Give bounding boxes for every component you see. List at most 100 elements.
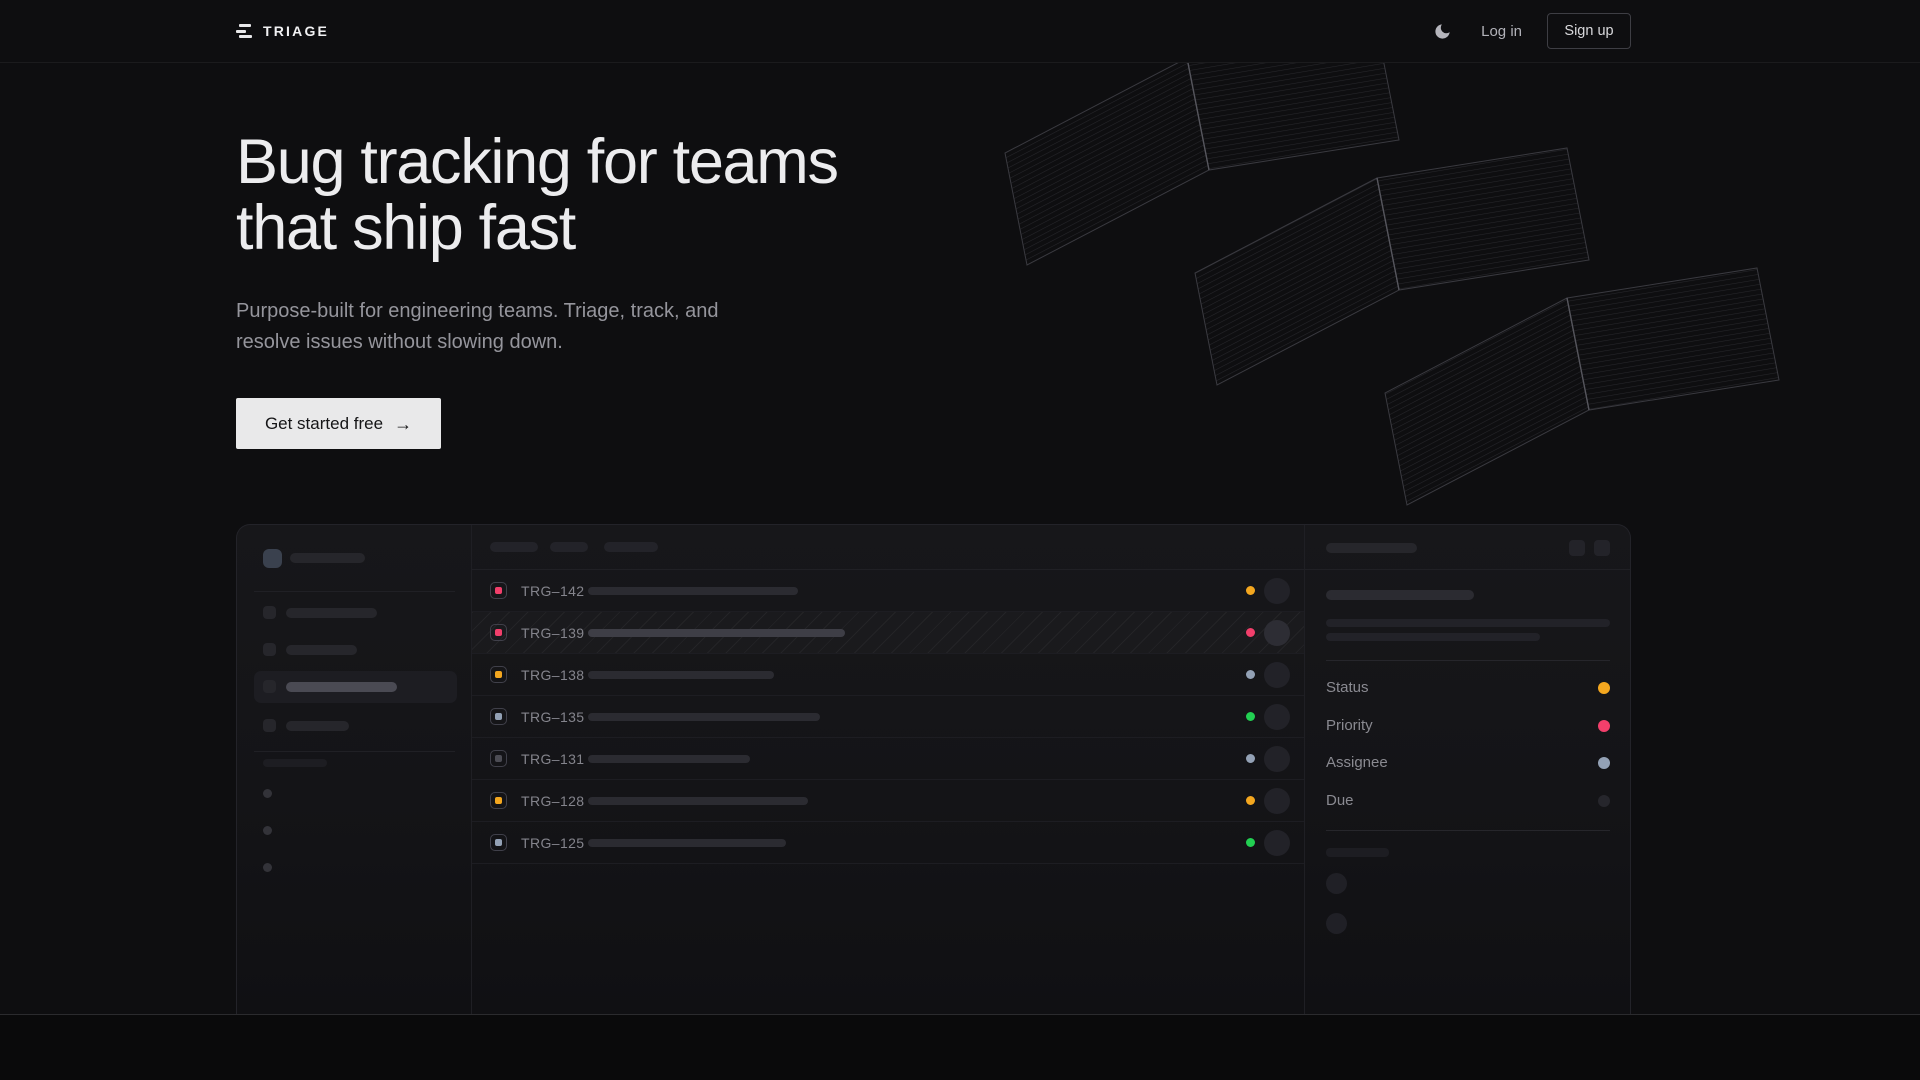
assignee-avatar[interactable] (1264, 578, 1290, 604)
field-value-dot (1598, 757, 1610, 769)
brand-name: TRIAGE (263, 23, 330, 39)
issue-id: TRG–139 (521, 625, 585, 641)
filter-tab-placeholder[interactable] (490, 542, 538, 552)
top-nav: TRIAGE Log in Sign up (0, 0, 1920, 63)
field-label: Due (1326, 791, 1354, 809)
mockup-detail-panel: Status Priority Assignee Due (1304, 525, 1630, 1015)
issue-row[interactable]: TRG–128 (472, 780, 1304, 822)
assignee-avatar[interactable] (1264, 788, 1290, 814)
issue-priority-icon (490, 834, 507, 851)
issue-title-placeholder (1326, 590, 1474, 600)
moon-icon (1435, 23, 1450, 39)
issue-status-dot (1246, 628, 1255, 637)
issue-status-dot (1246, 670, 1255, 679)
detail-field-row[interactable]: Status (1326, 679, 1610, 703)
field-label: Status (1326, 679, 1369, 696)
issue-priority-icon (490, 582, 507, 599)
issue-id: TRG–135 (521, 709, 585, 725)
divider (1326, 660, 1610, 661)
issue-status-dot (1246, 838, 1255, 847)
headline-line-1: Bug tracking for teams (236, 127, 839, 197)
detail-header (1305, 525, 1630, 570)
issue-row[interactable]: TRG–135 (472, 696, 1304, 738)
issue-row[interactable]: TRG–138 (472, 654, 1304, 696)
footer (0, 1014, 1920, 1080)
sidebar-item-active[interactable] (254, 671, 457, 703)
issue-priority-icon (490, 624, 507, 641)
field-value-dot (1598, 682, 1610, 694)
filter-tab-placeholder[interactable] (550, 542, 588, 552)
issue-title-placeholder (588, 713, 820, 721)
sidebar-item-icon (263, 719, 276, 732)
sidebar-item-icon (263, 606, 276, 619)
issue-title-placeholder (588, 797, 808, 805)
panel-action-button[interactable] (1569, 540, 1585, 556)
sidebar-item-label-placeholder (286, 721, 349, 731)
assignee-avatar[interactable] (1264, 830, 1290, 856)
issue-list-header (472, 525, 1304, 570)
field-value-dot (1598, 794, 1610, 807)
issue-id: TRG–125 (521, 835, 585, 851)
brand[interactable]: TRIAGE (236, 23, 329, 39)
issue-title-placeholder (588, 587, 798, 595)
section-label-placeholder (263, 759, 327, 767)
description-line-placeholder (1326, 619, 1610, 627)
arrow-right-icon: → (394, 413, 413, 434)
field-label: Assignee (1326, 754, 1388, 771)
issue-status-dot (1246, 712, 1255, 721)
triage-logo-icon (236, 24, 252, 38)
issue-priority-icon (490, 666, 507, 683)
mockup-sidebar (237, 525, 472, 1015)
assignee-avatar[interactable] (1264, 746, 1290, 772)
assignee-avatar[interactable] (1264, 620, 1290, 646)
sidebar-item-4[interactable] (254, 710, 457, 742)
app-mockup-card: TRG–142 TRG–139 TRG–138 TRG–135 TRG–131 … (236, 524, 1631, 1015)
label-dot (263, 789, 272, 798)
detail-title-placeholder (1326, 543, 1417, 553)
issue-id: TRG–138 (521, 667, 585, 683)
workspace-avatar (263, 549, 282, 568)
sidebar-item-label-placeholder (286, 608, 377, 618)
issue-row[interactable]: TRG–125 (472, 822, 1304, 864)
issue-row[interactable]: TRG–139 (472, 612, 1304, 654)
issue-status-dot (1246, 586, 1255, 595)
issue-row[interactable]: TRG–142 (472, 570, 1304, 612)
get-started-button[interactable]: Get started free → (236, 398, 441, 449)
cta-label: Get started free (264, 413, 384, 433)
assignee-avatar[interactable] (1264, 662, 1290, 688)
sidebar-item-icon (263, 643, 276, 656)
page-title: Bug tracking for teams that ship fast (236, 127, 839, 261)
hero-section: Bug tracking for teams that ship fast Pu… (0, 63, 1920, 1015)
subtitle-line-1: Purpose-built for engineering teams. Tri… (236, 300, 719, 322)
nav-inner: TRIAGE Log in Sign up (236, 0, 1631, 62)
avatar (1326, 873, 1347, 894)
issue-row[interactable]: TRG–131 (472, 738, 1304, 780)
issue-list: TRG–142 TRG–139 TRG–138 TRG–135 TRG–131 … (472, 570, 1304, 864)
label-dot (263, 826, 272, 835)
avatar (1326, 913, 1347, 934)
theme-toggle-button[interactable] (1429, 18, 1456, 45)
issue-id: TRG–131 (521, 751, 585, 767)
detail-field-row[interactable]: Assignee (1326, 754, 1610, 778)
panel-action-button[interactable] (1594, 540, 1610, 556)
divider (254, 751, 455, 752)
sidebar-item-1[interactable] (254, 597, 457, 629)
issue-status-dot (1246, 754, 1255, 763)
sidebar-item-icon (263, 680, 276, 693)
assignee-avatar[interactable] (1264, 704, 1290, 730)
activity-label-placeholder (1326, 848, 1389, 857)
sidebar-item-2[interactable] (254, 634, 457, 666)
description-line-placeholder (1326, 633, 1540, 641)
login-link[interactable]: Log in (1481, 22, 1522, 40)
field-value-dot (1598, 719, 1610, 732)
detail-field-row[interactable]: Due (1326, 792, 1610, 816)
divider (1326, 830, 1610, 831)
sidebar-item-label-placeholder (286, 645, 357, 655)
sidebar-item-label-placeholder (286, 682, 397, 692)
filter-tab-placeholder[interactable] (604, 542, 658, 552)
detail-field-row[interactable]: Priority (1326, 717, 1610, 741)
subtitle-line-2: resolve issues without slowing down. (236, 330, 563, 353)
issue-status-dot (1246, 796, 1255, 805)
signup-button[interactable]: Sign up (1547, 13, 1631, 49)
nav-right: Log in Sign up (1429, 13, 1631, 49)
